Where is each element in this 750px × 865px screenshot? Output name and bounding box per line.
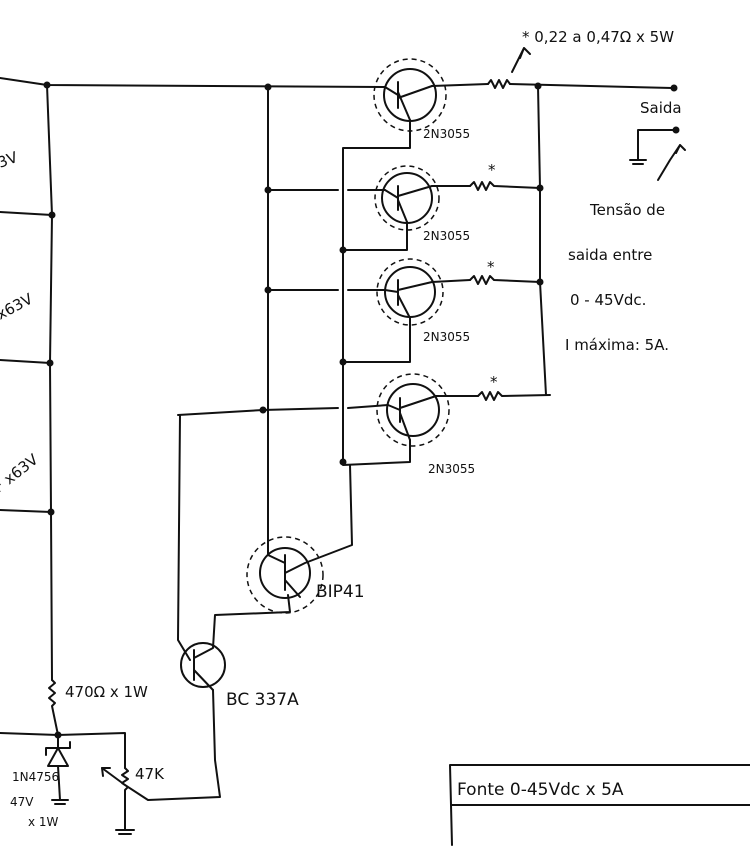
transistor-driver (259, 547, 311, 599)
title-block-frame (449, 764, 750, 846)
resistor-marker: * (487, 258, 495, 276)
note-line: saida entre (568, 246, 652, 264)
ground-icon (115, 829, 135, 835)
driver-transistor-label: BIP41 (316, 582, 365, 602)
ground-icon (629, 159, 647, 165)
transistor-2n3055-3 (376, 258, 471, 326)
zener-diode (45, 734, 71, 801)
output-positive-terminal (670, 84, 678, 92)
power-transistor-label: 2N3055 (423, 229, 470, 243)
transistor-2n3055-1 (373, 58, 447, 132)
emitter-resistor (477, 391, 551, 401)
power-transistor-label: 2N3055 (423, 330, 470, 344)
output-negative-terminal (672, 126, 680, 134)
power-transistor-label: 2N3055 (423, 127, 470, 141)
potentiometer-label: 47K (135, 765, 165, 783)
zener-power: x 1W (28, 815, 59, 829)
emitter-resistor-note: * 0,22 a 0,47Ω x 5W (522, 28, 674, 46)
capacitor-label: F x63V (0, 450, 42, 496)
zener-resistor-label: 470Ω x 1W (65, 683, 148, 701)
transistor-bc337 (180, 642, 226, 688)
transistor-2n3055-4 (376, 373, 479, 447)
capacitor-label: 3V (0, 148, 21, 172)
zener-voltage: 47V (10, 795, 34, 809)
positive-rail (0, 77, 673, 89)
note-line: Tensão de (589, 201, 665, 219)
zener-part: 1N4756 (12, 770, 59, 784)
emitter-resistor (469, 181, 541, 191)
control-transistor-label: BC 337A (226, 690, 299, 710)
resistor-470 (48, 679, 59, 736)
resistor-marker: * (490, 373, 498, 391)
transistor-2n3055-2 (374, 165, 471, 231)
capacitor-label: x63V (0, 289, 36, 323)
emitter-bus (342, 119, 411, 466)
potentiometer (101, 689, 221, 831)
emitter-resistor (469, 275, 541, 285)
note-line: 0 - 45Vdc. (570, 291, 646, 309)
note-line: I máxima: 5A. (565, 336, 669, 354)
filter-column (46, 84, 53, 681)
ground-icon (51, 799, 69, 805)
title-block-text: Fonte 0-45Vdc x 5A (457, 780, 624, 800)
resistor-marker: * (488, 161, 496, 179)
output-label: Saida (640, 99, 682, 117)
emitter-resistor (487, 79, 511, 89)
power-transistor-label: 2N3055 (428, 462, 475, 476)
